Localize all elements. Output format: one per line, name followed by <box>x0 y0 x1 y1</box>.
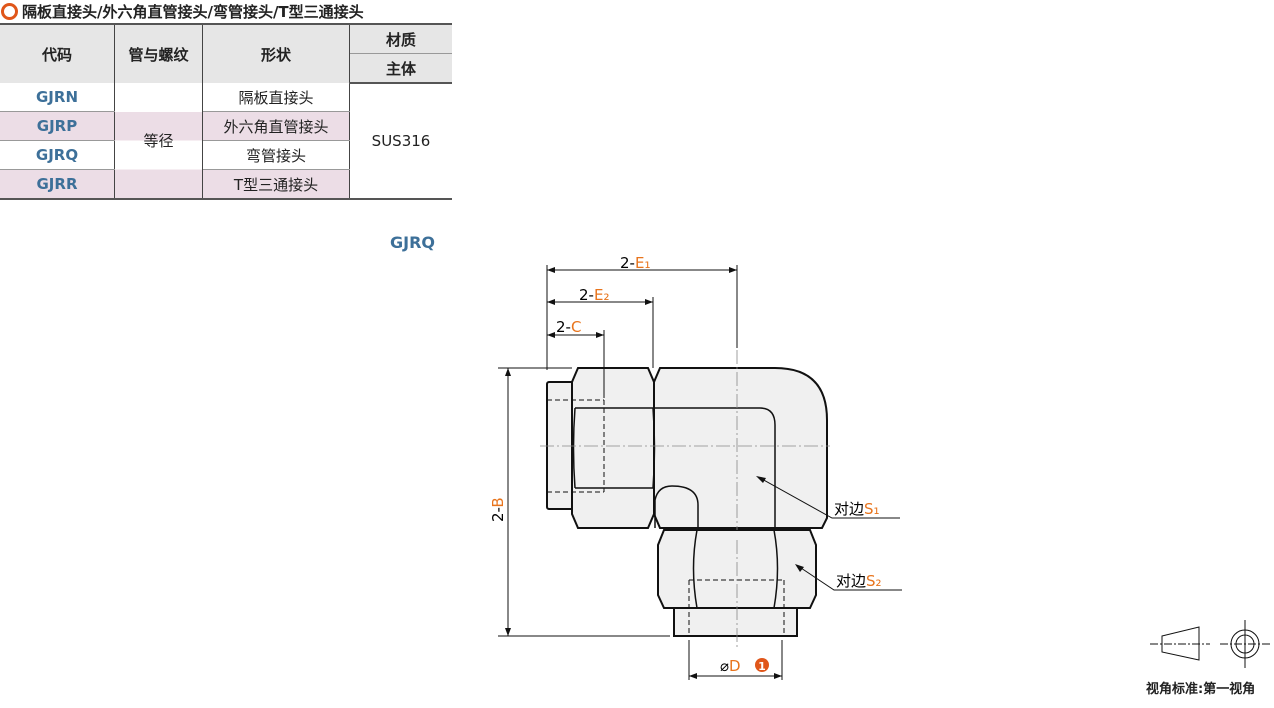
drawing-code: GJRQ <box>390 233 436 252</box>
left-hex-nut <box>571 367 655 529</box>
header-material: 材质 <box>349 23 452 54</box>
dim-b: 2-B <box>489 497 507 522</box>
s1-label: 对边S₁ <box>834 500 880 518</box>
material-cell: SUS316 <box>349 83 452 200</box>
header-shape: 形状 <box>202 23 350 83</box>
header-thread: 管与螺纹 <box>114 23 203 83</box>
thread-cell: 等径 <box>114 83 203 200</box>
section-title: 隔板直接头/外六角直管接头/弯管接头/T型三通接头 <box>0 0 364 22</box>
dim-e1: 2-E₁ <box>620 254 650 272</box>
dim-c: 2-C <box>556 318 581 336</box>
spigot <box>673 607 798 637</box>
note-badge <box>755 658 769 672</box>
svg-text:1: 1 <box>758 660 766 673</box>
first-angle-projection-icon <box>1150 620 1270 668</box>
dim-d: ⌀D <box>720 657 741 675</box>
elbow-body <box>653 367 828 529</box>
cap-part <box>546 381 576 510</box>
view-standard: 视角标准:第一视角 <box>1146 682 1256 697</box>
circle-icon <box>1 2 18 20</box>
header-code: 代码 <box>0 23 115 83</box>
dim-e2: 2-E₂ <box>579 286 609 304</box>
header-body: 主体 <box>349 53 452 84</box>
s2-label: 对边S₂ <box>836 572 882 590</box>
